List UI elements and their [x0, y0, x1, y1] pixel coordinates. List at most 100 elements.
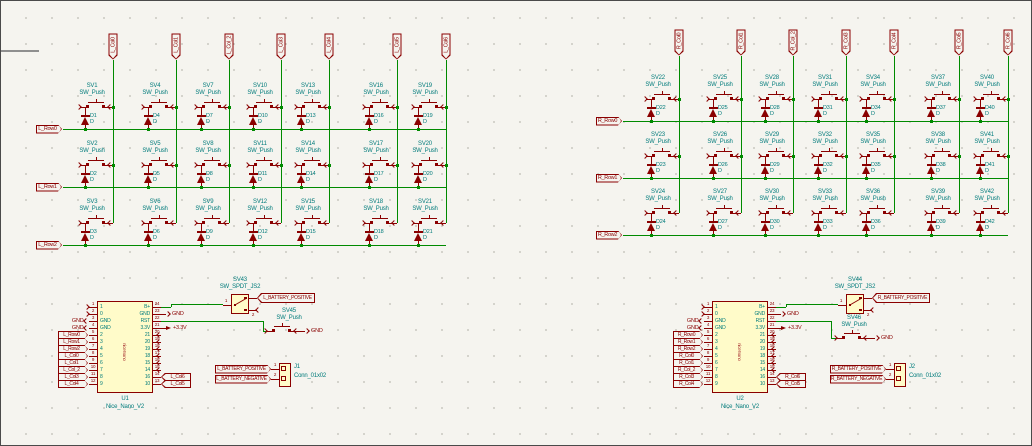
wire-rst[interactable] [830, 320, 832, 338]
global-label-R_Col_2[interactable]: R_Col_2 [789, 29, 798, 55]
switch-symbol-SV28[interactable] [760, 98, 768, 100]
global-label-L_Col5[interactable]: L_Col5 [393, 33, 402, 59]
global-label-L_Col0[interactable]: L_Col0 [109, 33, 118, 59]
switch-symbol-SV31[interactable] [813, 98, 821, 100]
wire-row[interactable] [63, 244, 446, 246]
global-label-L_Col1[interactable]: L_Col1 [172, 33, 181, 59]
global-label-L_Col_2[interactable]: L_Col_2 [225, 33, 234, 59]
wire-col[interactable] [396, 60, 398, 223]
wire-col[interactable] [112, 60, 114, 223]
wire-rst[interactable] [263, 330, 268, 332]
switch-symbol-SV14[interactable] [296, 164, 304, 166]
switch-symbol-SV7[interactable] [196, 106, 204, 108]
switch-symbol-SV41[interactable] [975, 155, 983, 157]
switch-symbol-SV16[interactable] [364, 106, 372, 108]
global-label-pin-L_Col0[interactable]: L_Col0 [58, 351, 88, 361]
wire-col[interactable] [845, 56, 847, 213]
wire-rst[interactable] [831, 337, 838, 339]
global-label-R_Row1[interactable]: R_Row1 [596, 173, 622, 183]
global-label-left-batt-pos[interactable]: L_BATTERY_POSITIVE [215, 364, 271, 374]
global-label-L_Col4[interactable]: L_Col4 [325, 33, 334, 59]
global-label-pin-R_Row1[interactable]: R_Row1 [673, 337, 703, 347]
wire-row[interactable] [623, 120, 1008, 122]
switch-symbol-SV3[interactable] [80, 222, 88, 224]
global-label-R_BATTERY_POSITIVE[interactable]: R_BATTERY_POSITIVE [872, 293, 930, 303]
global-label-L_Col6[interactable]: L_Col6 [442, 33, 451, 59]
switch-symbol-SV11[interactable] [248, 164, 256, 166]
switch-symbol-SV24[interactable] [646, 212, 654, 214]
wire-col[interactable] [280, 60, 282, 223]
switch-symbol-SV5[interactable] [143, 164, 151, 166]
mcu-body-U1[interactable] [97, 301, 153, 393]
wire-col[interactable] [740, 56, 742, 213]
global-label-pin-L_Col6[interactable]: L_Col6 [161, 372, 191, 382]
global-label-pin-R_Col1[interactable]: R_Col1 [673, 358, 703, 368]
reset-switch-symbol-SV45[interactable] [266, 330, 274, 332]
switch-symbol-SV42[interactable] [975, 212, 983, 214]
switch-symbol-SV6[interactable] [143, 222, 151, 224]
switch-symbol-SV38[interactable] [926, 155, 934, 157]
switch-symbol-SV12[interactable] [248, 222, 256, 224]
global-label-pin-L_Col_2[interactable]: L_Col_2 [58, 365, 88, 375]
global-label-pin-L_Col3[interactable]: L_Col3 [58, 372, 88, 382]
switch-symbol-SV37[interactable] [926, 98, 934, 100]
global-label-R_Col1[interactable]: R_Col1 [737, 29, 746, 55]
switch-symbol-SV26[interactable] [708, 155, 716, 157]
global-label-pin-L_Row2[interactable]: L_Row2 [58, 344, 88, 354]
switch-symbol-SV19[interactable] [413, 106, 421, 108]
global-label-pin-R_Row0[interactable]: R_Row0 [673, 330, 703, 340]
connector-body-J2[interactable] [894, 363, 906, 387]
wire-rst[interactable] [262, 320, 264, 331]
global-label-pin-R_Col6[interactable]: R_Col6 [776, 372, 806, 382]
switch-symbol-SV22[interactable] [646, 98, 654, 100]
wire-col[interactable] [1007, 56, 1009, 213]
switch-symbol-SV13[interactable] [296, 106, 304, 108]
global-label-L_Row2[interactable]: L_Row2 [36, 240, 62, 250]
wire-bplus[interactable] [170, 304, 172, 307]
global-label-pin-R_Col5[interactable]: R_Col5 [776, 379, 806, 389]
switch-symbol-SV18[interactable] [364, 222, 372, 224]
switch-symbol-SV25[interactable] [708, 98, 716, 100]
connector-body-J1[interactable] [279, 363, 291, 387]
wire-bplus[interactable] [785, 304, 787, 307]
global-label-R_Row2[interactable]: R_Row2 [596, 230, 622, 240]
global-label-L_Col3[interactable]: L_Col3 [277, 33, 286, 59]
switch-symbol-SV40[interactable] [975, 98, 983, 100]
global-label-pin-L_Row0[interactable]: L_Row0 [58, 330, 88, 340]
wire-row[interactable] [623, 234, 1008, 236]
global-label-L_BATTERY_POSITIVE[interactable]: L_BATTERY_POSITIVE [257, 293, 315, 303]
wire-col[interactable] [792, 56, 794, 213]
wire-col[interactable] [678, 56, 680, 213]
switch-symbol-SV8[interactable] [196, 164, 204, 166]
global-label-R_Col5[interactable]: R_Col5 [955, 29, 964, 55]
reset-switch-symbol-SV46[interactable] [836, 337, 844, 339]
switch-symbol-SV10[interactable] [248, 106, 256, 108]
global-label-pin-R_Col_2[interactable]: R_Col_2 [673, 365, 703, 375]
switch-symbol-SV9[interactable] [196, 222, 204, 224]
global-label-pin-R_Col0[interactable]: R_Col0 [673, 351, 703, 361]
global-label-L_Row0[interactable]: L_Row0 [36, 124, 62, 134]
global-label-left-batt-neg[interactable]: L_BATTERY_NEGATIVE [215, 374, 271, 384]
wire-bplus[interactable] [171, 303, 223, 305]
wire-row[interactable] [623, 177, 1008, 179]
wire-col[interactable] [175, 60, 177, 223]
global-label-R_Col3[interactable]: R_Col3 [842, 29, 851, 55]
global-label-L_Row1[interactable]: L_Row1 [36, 182, 62, 192]
wire-row[interactable] [63, 128, 446, 130]
switch-symbol-SV23[interactable] [646, 155, 654, 157]
wire-rst[interactable] [776, 320, 831, 322]
mcu-body-U2[interactable] [712, 301, 768, 393]
global-label-R_Col4[interactable]: R_Col4 [890, 29, 899, 55]
global-label-R_Row0[interactable]: R_Row0 [596, 116, 622, 126]
switch-symbol-SV29[interactable] [760, 155, 768, 157]
switch-symbol-SV34[interactable] [861, 98, 869, 100]
global-label-pin-L_Col5[interactable]: L_Col5 [161, 379, 191, 389]
global-label-pin-L_Row1[interactable]: L_Row1 [58, 337, 88, 347]
switch-symbol-SV33[interactable] [813, 212, 821, 214]
global-label-right-batt-pos[interactable]: R_BATTERY_POSITIVE [830, 364, 886, 374]
wire-col[interactable] [228, 60, 230, 223]
wire-bplus[interactable] [786, 303, 838, 305]
switch-symbol-SV17[interactable] [364, 164, 372, 166]
switch-symbol-SV1[interactable] [80, 106, 88, 108]
switch-symbol-SV30[interactable] [760, 212, 768, 214]
